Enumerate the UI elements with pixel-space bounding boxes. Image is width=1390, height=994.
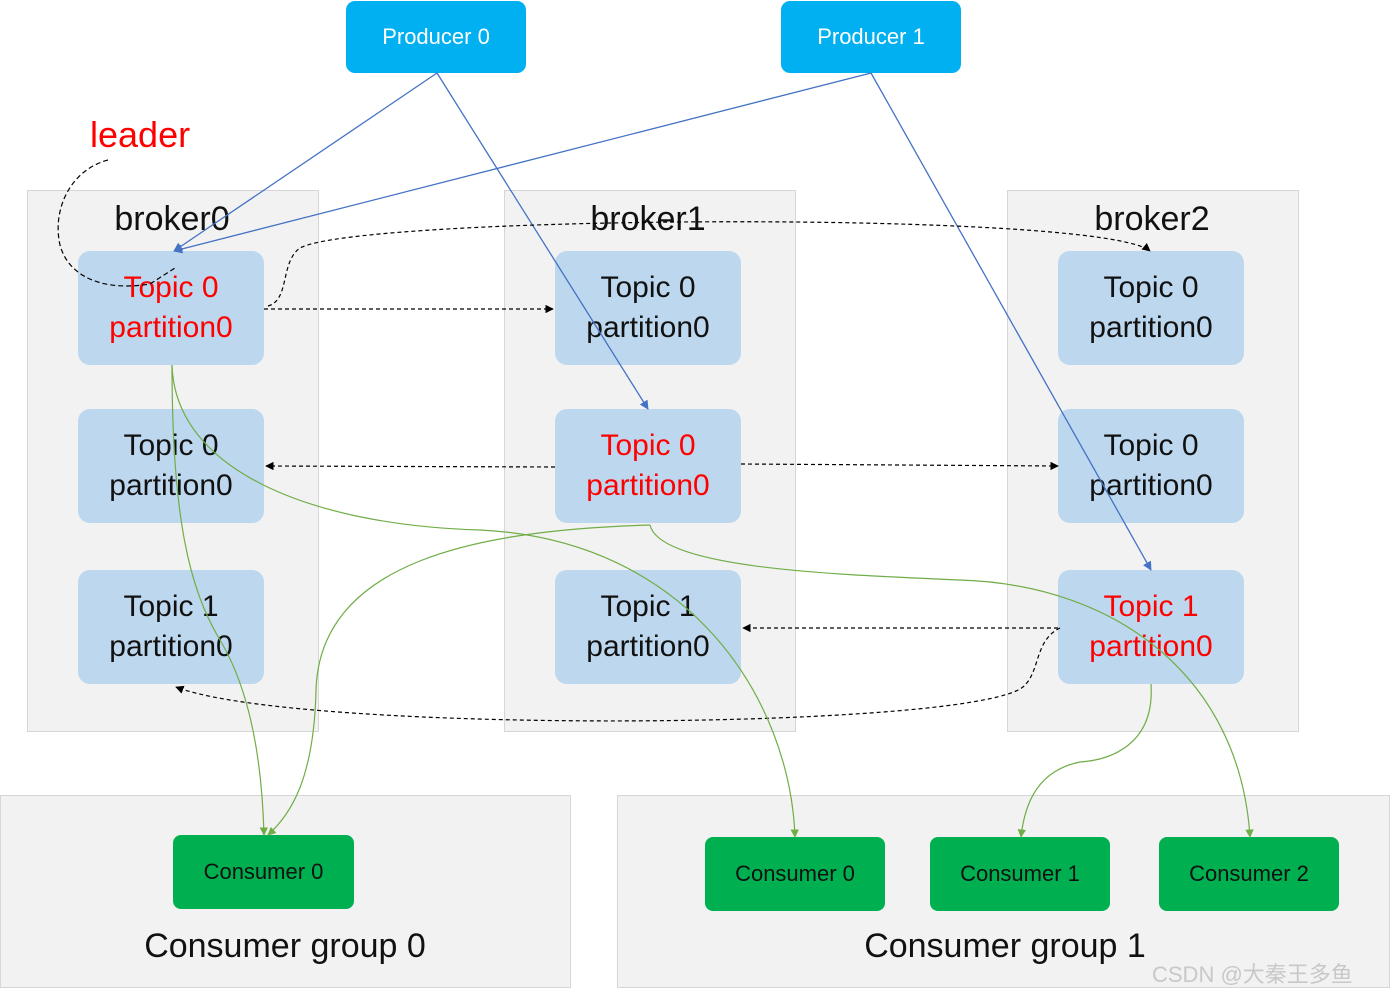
partition-name: partition0 xyxy=(1089,469,1213,502)
producer-1-label: Producer 1 xyxy=(817,24,925,49)
group-1-consumer-0[interactable]: Consumer 0 xyxy=(705,837,885,911)
consumer-label: Consumer 2 xyxy=(1189,861,1309,886)
partition-name: partition0 xyxy=(109,630,233,663)
partition-box[interactable]: Topic 0 partition0 xyxy=(78,409,264,523)
partition-name: partition0 xyxy=(109,311,233,344)
partition-box[interactable]: Topic 1 partition0 xyxy=(555,570,741,684)
producer-1[interactable]: Producer 1 xyxy=(781,1,961,73)
consumer-label: Consumer 0 xyxy=(735,861,855,886)
partition-box[interactable]: Topic 1 partition0 xyxy=(78,570,264,684)
partition-topic: Topic 0 xyxy=(1103,271,1199,304)
producer-0[interactable]: Producer 0 xyxy=(346,1,526,73)
partition-topic: Topic 1 xyxy=(123,590,219,623)
group-1-consumer-2[interactable]: Consumer 2 xyxy=(1159,837,1339,911)
partition-topic: Topic 1 xyxy=(600,590,696,623)
partition-name: partition0 xyxy=(109,469,233,502)
leader-label: leader xyxy=(90,114,191,155)
consumer-group-0-title: Consumer group 0 xyxy=(144,927,426,965)
partition-topic: Topic 0 xyxy=(600,429,696,462)
consumer-label: Consumer 0 xyxy=(203,859,324,884)
partition-name: partition0 xyxy=(586,630,710,663)
partition-box[interactable]: Topic 0 partition0 xyxy=(1058,251,1244,365)
consumer-group-1-title: Consumer group 1 xyxy=(864,927,1146,965)
partition-topic: Topic 0 xyxy=(123,271,219,304)
group-0-consumer-0[interactable]: Consumer 0 xyxy=(173,835,354,909)
partition-topic: Topic 0 xyxy=(123,429,219,462)
partition-name: partition0 xyxy=(586,469,710,502)
broker-0-title: broker0 xyxy=(114,200,230,238)
broker-2-title: broker2 xyxy=(1094,200,1210,238)
partition-box[interactable]: Topic 0 partition0 xyxy=(555,251,741,365)
consumer-label: Consumer 1 xyxy=(960,861,1080,886)
broker-1-title: broker1 xyxy=(590,200,706,238)
partition-box[interactable]: Topic 0 partition0 xyxy=(1058,409,1244,523)
partition-box[interactable]: Topic 1 partition0 xyxy=(1058,570,1244,684)
group-1-consumer-1[interactable]: Consumer 1 xyxy=(930,837,1110,911)
partition-name: partition0 xyxy=(586,311,710,344)
partition-name: partition0 xyxy=(1089,630,1213,663)
partition-box[interactable]: Topic 0 partition0 xyxy=(555,409,741,523)
partition-box[interactable]: Topic 0 partition0 xyxy=(78,251,264,365)
watermark: CSDN @大秦王多鱼 xyxy=(1152,962,1353,987)
partition-name: partition0 xyxy=(1089,311,1213,344)
producer-0-label: Producer 0 xyxy=(382,24,490,49)
partition-topic: Topic 1 xyxy=(1103,590,1199,623)
partition-topic: Topic 0 xyxy=(1103,429,1199,462)
partition-topic: Topic 0 xyxy=(600,271,696,304)
